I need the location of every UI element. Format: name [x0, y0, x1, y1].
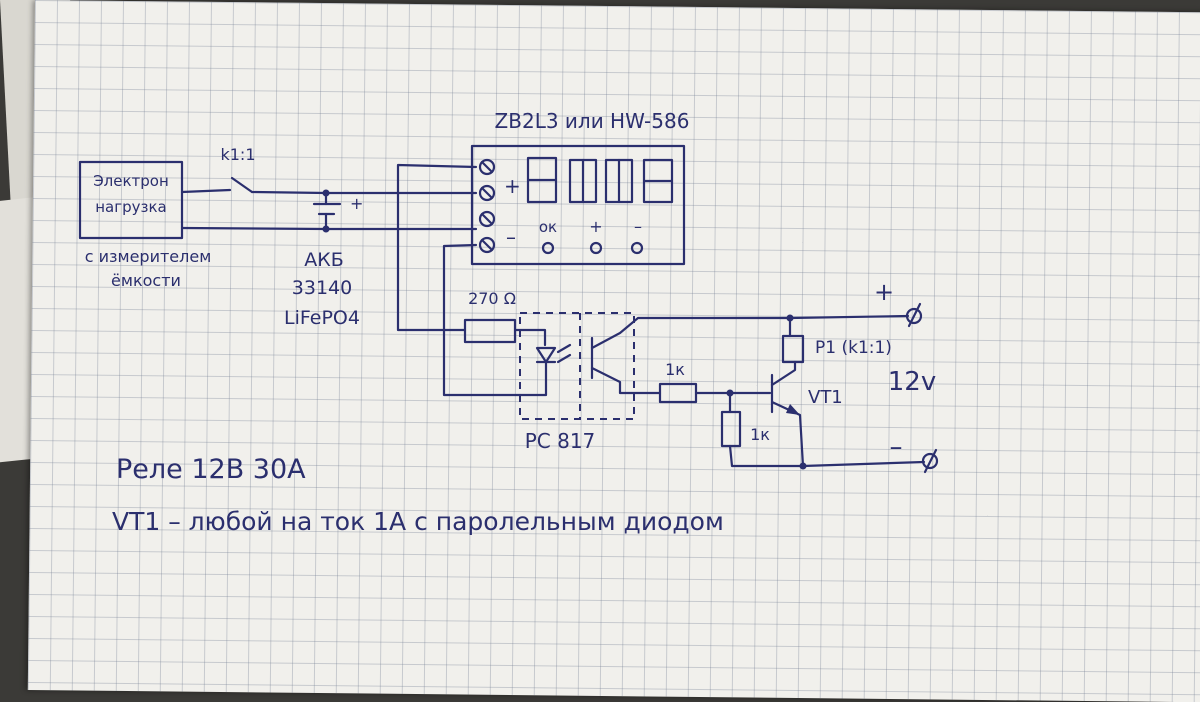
load-wire-negative — [180, 226, 328, 231]
resistor-270-label: 270 Ω — [468, 289, 516, 308]
battery-plus-sign: + — [350, 194, 363, 213]
module-label: ZB2L3 или HW-586 — [495, 109, 690, 133]
wire — [513, 328, 547, 347]
module-button-minus — [630, 241, 644, 255]
note-vt1: VT1 – любой на ток 1А с паролельным диод… — [112, 507, 724, 536]
wire-module-out — [396, 163, 478, 332]
load-label-line2: нагрузка — [95, 198, 167, 216]
terminal-plus — [905, 302, 923, 328]
optocoupler-label: PC 817 — [525, 429, 596, 453]
junction-dot — [799, 462, 807, 470]
switch-label: k1:1 — [220, 145, 255, 164]
resistor-1k-b — [720, 410, 742, 448]
wire-minus-rail — [801, 460, 926, 468]
meter-label-line1: с измерителем — [85, 247, 212, 266]
transistor-vt1 — [770, 360, 805, 468]
module-button-plus — [589, 241, 603, 255]
wire — [728, 444, 805, 468]
optocoupler-led — [518, 343, 572, 397]
meter-label-line2: ёмкости — [111, 271, 181, 290]
module-button-plus-label: + — [589, 217, 602, 236]
battery-label-line2: 33140 — [292, 277, 352, 299]
resistor-1k-b-label: 1к — [750, 425, 770, 444]
resistor-1k-a-label: 1к — [665, 360, 685, 379]
module-minus-sign: – — [506, 225, 516, 249]
resistor-270 — [463, 318, 517, 344]
optocoupler-outline — [519, 312, 635, 420]
resistor-1k-a — [658, 382, 698, 404]
module-button-ok — [541, 241, 555, 255]
battery-label-line1: АКБ — [304, 249, 344, 271]
wire-module-gnd — [442, 243, 522, 397]
supply-voltage-label: 12v — [888, 367, 936, 397]
module-button-minus-label: – — [634, 217, 642, 236]
terminal-minus — [921, 448, 939, 474]
relay-contact-switch — [180, 176, 328, 195]
circuit-diagram: Электрон нагрузка с измерителем ёмкости … — [78, 109, 939, 536]
battery-symbol — [312, 191, 342, 231]
battery-label-line3: LiFePO4 — [284, 307, 360, 329]
note-relay: Реле 12В 30А — [116, 454, 306, 485]
relay-label: P1 (k1:1) — [815, 338, 892, 358]
relay-coil — [781, 334, 805, 364]
module-button-ok-label: ок — [539, 218, 557, 236]
module-box — [470, 144, 686, 266]
module-plus-sign: + — [504, 174, 521, 198]
load-label-line1: Электрон — [93, 172, 169, 190]
optocoupler-phototransistor — [590, 316, 792, 395]
supply-minus-sign: – — [890, 432, 903, 462]
wire-plus-rail — [788, 314, 910, 320]
module-terminals — [478, 158, 496, 254]
electronic-load-box — [78, 160, 184, 240]
transistor-label: VT1 — [808, 387, 843, 408]
module-display — [526, 156, 674, 204]
supply-plus-sign: + — [874, 278, 894, 306]
